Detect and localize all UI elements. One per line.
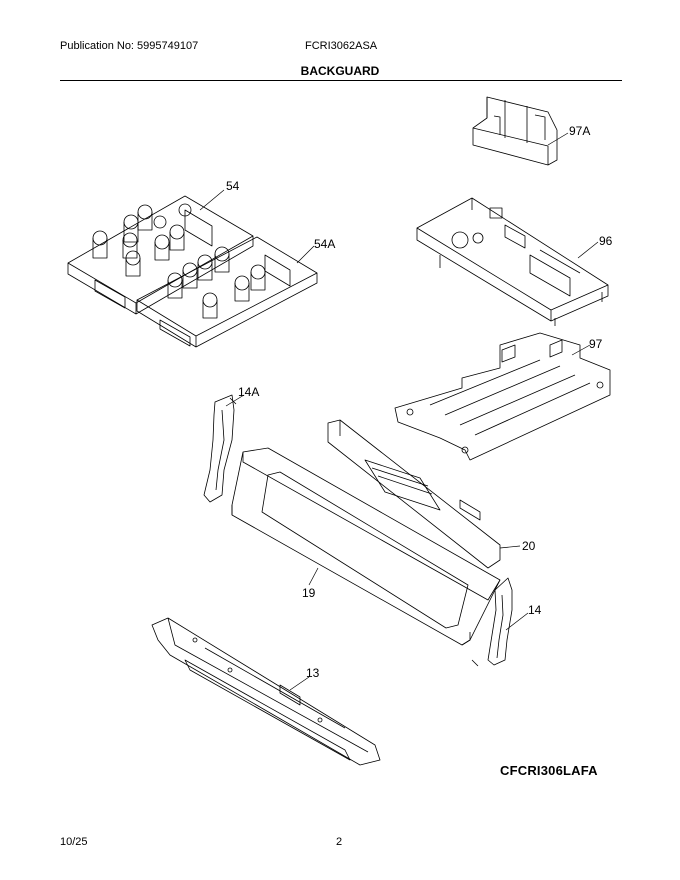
drawing-code: CFCRI306LAFA <box>500 763 598 778</box>
section-title: BACKGUARD <box>300 64 380 78</box>
part-plate-97 <box>394 332 611 461</box>
callout-13: 13 <box>306 666 320 680</box>
callout-97a: 97A <box>569 124 590 138</box>
part-module-96 <box>416 197 609 326</box>
model-number: FCRI3062ASA <box>305 40 378 52</box>
publication-number: Publication No: 5995749107 <box>60 40 199 52</box>
callout-96: 96 <box>599 234 613 248</box>
callout-20: 20 <box>522 539 536 553</box>
part-endcap-14 <box>471 577 513 667</box>
callout-14a: 14A <box>238 385 259 399</box>
header-rule <box>60 80 622 81</box>
callout-54: 54 <box>226 179 240 193</box>
callout-19: 19 <box>302 586 316 600</box>
page-number: 2 <box>336 836 343 848</box>
callout-97: 97 <box>589 337 603 351</box>
part-endcap-14a <box>203 394 237 503</box>
callout-14: 14 <box>528 603 542 617</box>
part-board-54 <box>67 195 254 315</box>
part-bracket-97a <box>472 96 558 166</box>
callout-54a: 54A <box>314 237 335 251</box>
part-display-board-20 <box>327 419 501 569</box>
part-channel-13 <box>151 617 381 766</box>
footer-date: 10/25 <box>60 836 88 848</box>
part-board-54a <box>136 236 318 348</box>
callout-leaders <box>199 132 599 691</box>
part-panel-19 <box>231 447 501 646</box>
